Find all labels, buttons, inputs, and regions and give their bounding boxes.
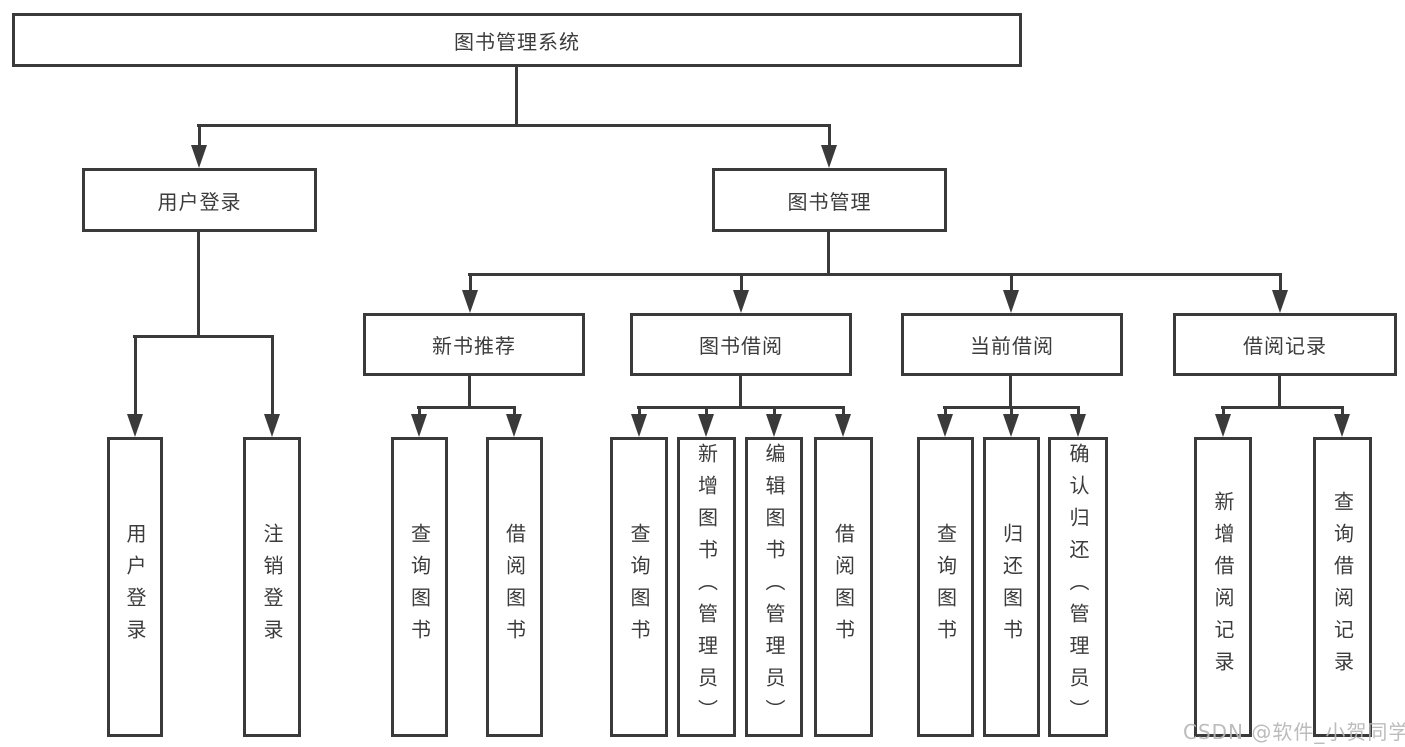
leaf-confirm-return-admin: 确认归还（管理员） xyxy=(1048,437,1108,737)
connector-book-mgmt-hline xyxy=(468,273,1282,276)
leaf-borrow-books-1-label: 借阅图书 xyxy=(502,523,527,651)
arrow-to-confirm-return xyxy=(1070,406,1086,437)
leaf-query-books-2: 查询图书 xyxy=(610,437,668,737)
leaf-query-books-2-label: 查询图书 xyxy=(627,523,651,651)
connector-borrow-records-hline xyxy=(1221,406,1344,409)
node-current-borrow-label: 当前借阅 xyxy=(970,334,1054,358)
connector-root-hline xyxy=(197,124,831,127)
leaf-add-borrow-record: 新增借阅记录 xyxy=(1194,437,1252,737)
arrow-to-query-books-1 xyxy=(411,406,427,437)
connector-new-rec-stem xyxy=(468,376,471,406)
arrow-to-borrow-books-2 xyxy=(835,406,851,437)
leaf-query-borrow-record: 查询借阅记录 xyxy=(1313,437,1372,737)
arrow-to-add-record xyxy=(1215,406,1231,437)
connector-user-login-stem xyxy=(197,232,200,335)
arrow-to-query-books-2 xyxy=(631,406,647,437)
connector-book-borrow-hline xyxy=(637,406,845,409)
leaf-edit-book-admin-label: 编辑图书（管理员） xyxy=(762,443,786,731)
arrow-to-leaf-user-login xyxy=(127,335,143,437)
leaf-borrow-books-2: 借阅图书 xyxy=(814,437,873,737)
arrow-to-user-login xyxy=(191,124,207,168)
connector-user-login-hline xyxy=(133,335,274,338)
arrow-to-leaf-logout xyxy=(264,335,280,437)
leaf-borrow-books-1: 借阅图书 xyxy=(486,437,543,737)
arrow-to-new-book-recommend xyxy=(462,273,478,313)
node-book-management-label: 图书管理 xyxy=(787,189,872,214)
arrow-to-add-book xyxy=(698,406,714,437)
arrow-to-book-management xyxy=(821,124,837,168)
connector-book-mgmt-stem xyxy=(827,232,830,273)
arrow-to-query-record xyxy=(1334,406,1350,437)
arrow-to-borrow-books-1 xyxy=(506,406,522,437)
arrow-to-current-borrow xyxy=(1003,273,1019,313)
leaf-borrow-books-2-label: 借阅图书 xyxy=(831,523,856,651)
node-borrow-records-label: 借阅记录 xyxy=(1243,334,1327,358)
node-new-book-recommend-label: 新书推荐 xyxy=(432,334,516,358)
node-new-book-recommend: 新书推荐 xyxy=(363,313,585,376)
connector-new-rec-hline xyxy=(417,406,516,409)
leaf-query-books-1: 查询图书 xyxy=(391,437,448,737)
leaf-query-borrow-record-label: 查询借阅记录 xyxy=(1330,491,1355,683)
leaf-logout-login-label: 注销登录 xyxy=(260,523,284,651)
leaf-edit-book-admin: 编辑图书（管理员） xyxy=(745,437,803,737)
leaf-logout-login: 注销登录 xyxy=(243,437,301,737)
leaf-add-borrow-record-label: 新增借阅记录 xyxy=(1211,491,1235,683)
node-book-borrow: 图书借阅 xyxy=(630,313,852,376)
connector-root-stem xyxy=(515,67,518,124)
connector-current-borrow-stem xyxy=(1009,376,1012,406)
connector-borrow-records-stem xyxy=(1278,376,1281,406)
node-root-label: 图书管理系统 xyxy=(454,29,580,54)
node-book-management: 图书管理 xyxy=(712,168,947,232)
node-current-borrow: 当前借阅 xyxy=(901,313,1123,376)
arrow-to-edit-book xyxy=(766,406,782,437)
csdn-watermark: CSDN @软件_小贺同学 xyxy=(1183,720,1405,744)
arrow-to-return-book xyxy=(1003,406,1019,437)
leaf-add-book-admin: 新增图书（管理员） xyxy=(677,437,736,737)
leaf-user-login: 用户登录 xyxy=(107,437,163,737)
node-root: 图书管理系统 xyxy=(12,13,1022,67)
leaf-add-book-admin-label: 新增图书（管理员） xyxy=(694,443,719,731)
leaf-query-books-1-label: 查询图书 xyxy=(407,523,432,651)
leaf-user-login-label: 用户登录 xyxy=(123,523,147,651)
node-borrow-records: 借阅记录 xyxy=(1173,313,1397,376)
leaf-query-books-3: 查询图书 xyxy=(917,437,974,737)
node-book-borrow-label: 图书借阅 xyxy=(699,334,783,358)
leaf-return-book-label: 归还图书 xyxy=(999,523,1024,651)
leaf-confirm-return-admin-label: 确认归还（管理员） xyxy=(1066,443,1090,731)
node-user-login: 用户登录 xyxy=(82,168,317,232)
leaf-query-books-3-label: 查询图书 xyxy=(933,523,958,651)
arrow-to-borrow-records xyxy=(1272,273,1288,313)
connector-book-borrow-stem xyxy=(739,376,742,406)
arrow-to-book-borrow xyxy=(733,273,749,313)
arrow-to-query-books-3 xyxy=(937,406,953,437)
node-user-login-label: 用户登录 xyxy=(157,189,242,214)
leaf-return-book: 归还图书 xyxy=(983,437,1040,737)
